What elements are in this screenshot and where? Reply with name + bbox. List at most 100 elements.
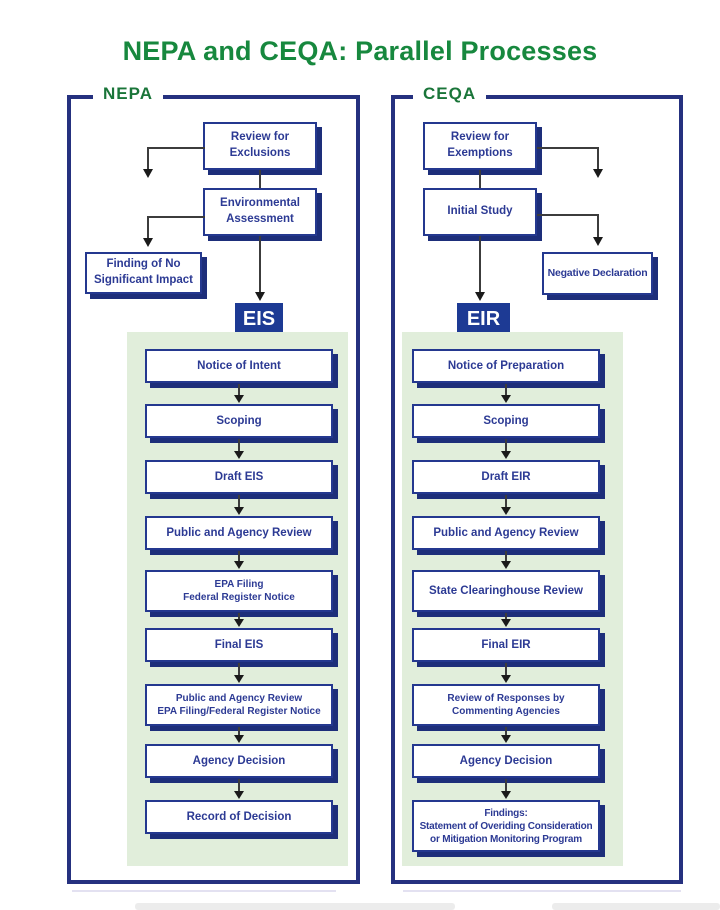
node-finding-of-no-significant-impact: Finding of No Significant Impact — [85, 252, 202, 294]
flow-line — [505, 384, 507, 395]
arrow-down-icon — [143, 238, 153, 247]
flow-line — [238, 663, 240, 675]
flow-line — [238, 613, 240, 619]
flow-line — [238, 551, 240, 561]
flow-arrow-icon — [501, 439, 511, 459]
flow-line — [505, 495, 507, 507]
step-notice-of-preparation: Notice of Preparation — [412, 349, 600, 383]
flow-arrow-icon — [234, 551, 244, 569]
node-negative-declaration: Negative Declaration — [542, 252, 653, 295]
step-state-clearinghouse-review: State Clearinghouse Review — [412, 570, 600, 612]
flow-arrow-icon — [234, 779, 244, 799]
step-epa-filing: EPA Filing Federal Register Notice — [145, 570, 333, 612]
connector-line — [479, 236, 481, 293]
step-agency-decision: Agency Decision — [412, 744, 600, 778]
arrowhead-icon — [501, 735, 511, 743]
flow-arrow-icon — [234, 727, 244, 743]
flow-line — [505, 551, 507, 561]
step-scoping: Scoping — [412, 404, 600, 438]
step-draft-eir: Draft EIR — [412, 460, 600, 494]
step-public-agency-review: Public and Agency Review — [145, 516, 333, 550]
connector-line — [537, 214, 598, 216]
flow-arrow-icon — [501, 779, 511, 799]
connector-line — [147, 147, 205, 149]
ceqa-panel: CEQA Review for Exemptions Initial Study… — [391, 84, 683, 884]
node-initial-study: Initial Study — [423, 188, 537, 236]
arrowhead-icon — [501, 619, 511, 627]
flow-arrow-icon — [234, 613, 244, 627]
flow-line — [238, 779, 240, 791]
artifact-band — [552, 903, 720, 910]
flow-line — [505, 663, 507, 675]
arrowhead-icon — [501, 395, 511, 403]
step-findings: Findings: Statement of Overiding Conside… — [412, 800, 600, 852]
flow-arrow-icon — [501, 663, 511, 683]
flow-line — [238, 727, 240, 735]
arrow-down-icon — [255, 292, 265, 301]
step-public-agency-review: Public and Agency Review — [412, 516, 600, 550]
nepa-panel: NEPA Review for Exclusions Environmental… — [67, 84, 360, 884]
arrowhead-icon — [234, 395, 244, 403]
connector-line — [147, 147, 149, 170]
arrowhead-icon — [501, 507, 511, 515]
arrowhead-icon — [234, 561, 244, 569]
arrowhead-icon — [234, 675, 244, 683]
node-review-for-exclusions: Review for Exclusions — [203, 122, 317, 170]
connector-line — [147, 216, 149, 239]
flow-arrow-icon — [501, 613, 511, 627]
arrow-down-icon — [475, 292, 485, 301]
page-title: NEPA and CEQA: Parallel Processes — [122, 36, 598, 66]
flow-arrow-icon — [501, 551, 511, 569]
flow-arrow-icon — [234, 663, 244, 683]
connector-line — [597, 147, 599, 170]
artifact-line — [72, 890, 336, 892]
arrowhead-icon — [234, 791, 244, 799]
eis-badge: EIS — [235, 303, 283, 335]
step-final-eir: Final EIR — [412, 628, 600, 662]
step-record-of-decision: Record of Decision — [145, 800, 333, 834]
flow-line — [505, 613, 507, 619]
arrow-down-icon — [593, 169, 603, 178]
connector-line — [259, 236, 261, 293]
arrowhead-icon — [501, 791, 511, 799]
arrow-down-icon — [593, 237, 603, 246]
flow-line — [238, 384, 240, 395]
step-notice-of-intent: Notice of Intent — [145, 349, 333, 383]
step-final-eis: Final EIS — [145, 628, 333, 662]
flow-line — [505, 439, 507, 451]
flow-arrow-icon — [234, 384, 244, 403]
connector-line — [147, 216, 205, 218]
step-draft-eis: Draft EIS — [145, 460, 333, 494]
arrowhead-icon — [234, 507, 244, 515]
connector-line — [479, 170, 481, 188]
nepa-panel-label: NEPA — [93, 84, 163, 104]
ceqa-panel-label: CEQA — [413, 84, 487, 104]
arrowhead-icon — [234, 735, 244, 743]
step-review-and-filing: Public and Agency Review EPA Filing/Fede… — [145, 684, 333, 726]
artifact-line — [403, 890, 681, 892]
arrowhead-icon — [234, 451, 244, 459]
flow-arrow-icon — [501, 495, 511, 515]
step-scoping: Scoping — [145, 404, 333, 438]
flow-arrow-icon — [234, 439, 244, 459]
flow-arrow-icon — [501, 384, 511, 403]
ceqa-process-track: Notice of Preparation Scoping Draft EIR … — [402, 332, 623, 866]
arrowhead-icon — [234, 619, 244, 627]
connector-line — [259, 170, 261, 188]
connector-line — [537, 147, 598, 149]
eir-badge: EIR — [457, 303, 510, 335]
arrowhead-icon — [501, 675, 511, 683]
arrowhead-icon — [501, 561, 511, 569]
artifact-band — [135, 903, 455, 910]
flow-line — [505, 779, 507, 791]
connector-line — [597, 214, 599, 238]
step-agency-decision: Agency Decision — [145, 744, 333, 778]
arrow-down-icon — [143, 169, 153, 178]
flow-line — [505, 727, 507, 735]
nepa-process-track: Notice of Intent Scoping Draft EIS Publi… — [127, 332, 348, 866]
flow-line — [238, 439, 240, 451]
arrowhead-icon — [501, 451, 511, 459]
flow-arrow-icon — [501, 727, 511, 743]
flow-arrow-icon — [234, 495, 244, 515]
